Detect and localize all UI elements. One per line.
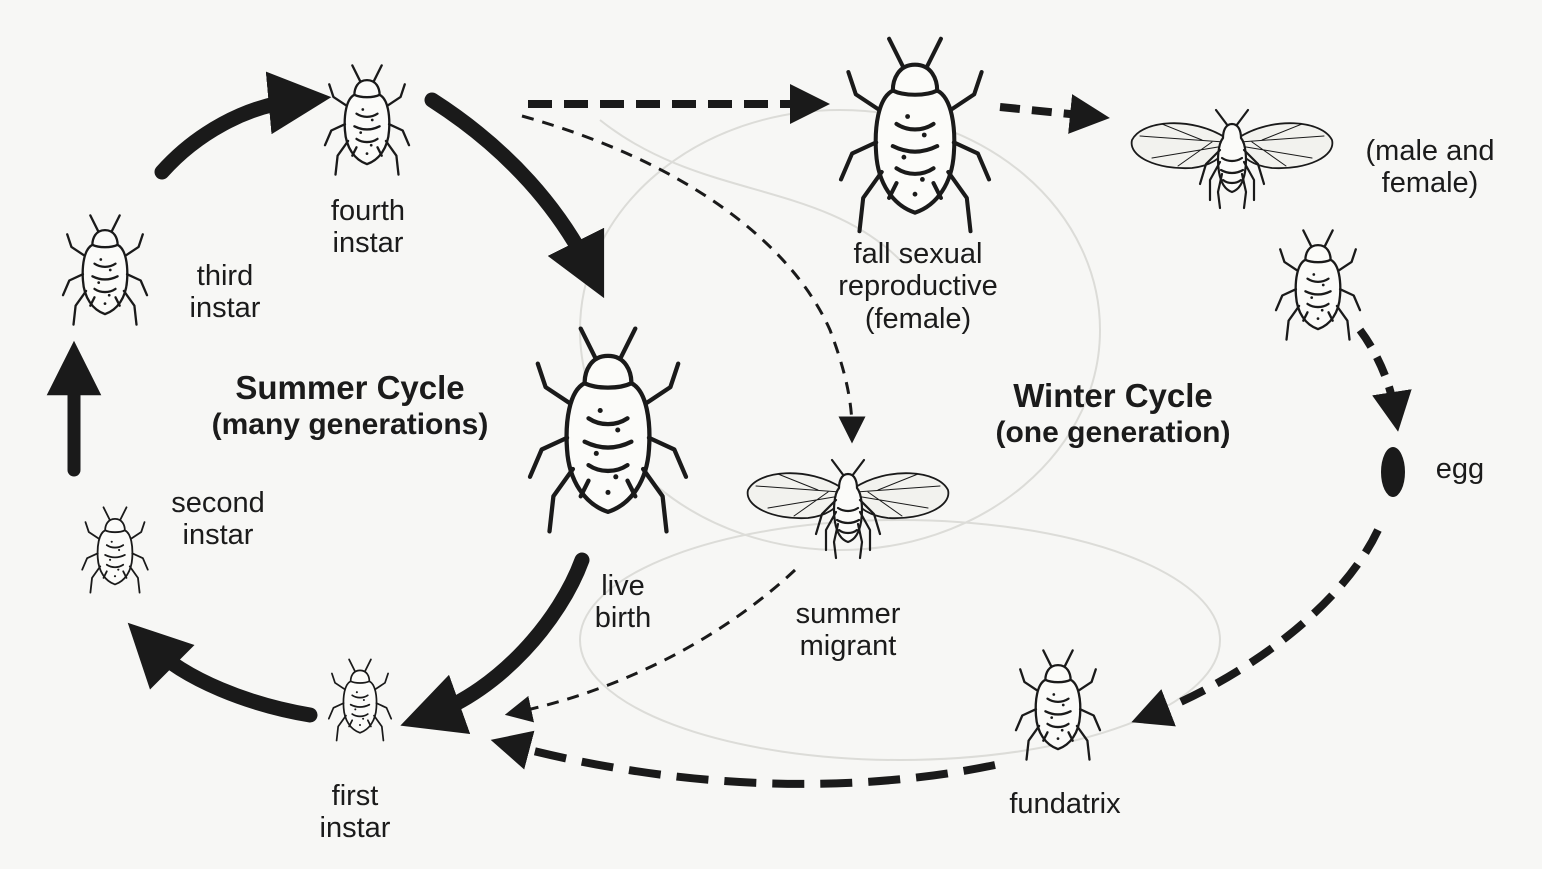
fundatrix-aphid-icon <box>1016 650 1100 759</box>
second-instar-label-line-1: second <box>158 487 278 519</box>
male-female-label-line-2: female) <box>1350 167 1510 199</box>
fall-sexual-label: fall sexual reproductive (female) <box>818 238 1018 335</box>
live-birth-label-line-1: live <box>578 570 668 602</box>
summer-cycle-heading: Summer Cycle (many generations) <box>195 368 505 442</box>
live-birth-label: live birth <box>578 570 668 635</box>
arrow-to-summer-migrant <box>522 116 852 430</box>
fourth-instar-label: fourth instar <box>318 195 418 260</box>
fundatrix-label: fundatrix <box>990 788 1140 820</box>
male-female-label: (male and female) <box>1350 135 1510 200</box>
arrow-fourth-to-live-birth <box>432 100 590 270</box>
fall-sexual-label-line-2: reproductive <box>818 270 1018 302</box>
fourth-instar-aphid-icon <box>325 65 409 174</box>
female-aphid-icon <box>1276 230 1360 339</box>
first-instar-label-line-1: first <box>305 780 405 812</box>
winter-cycle-heading: Winter Cycle (one generation) <box>968 376 1258 450</box>
third-instar-label: third instar <box>175 260 275 325</box>
fourth-instar-label-line-2: instar <box>318 227 418 259</box>
summer-migrant-label: summer migrant <box>778 598 918 663</box>
second-instar-aphid-icon <box>82 507 148 592</box>
live-birth-label-line-2: birth <box>578 602 668 634</box>
summer-migrant-label-line-1: summer <box>778 598 918 630</box>
live-birth-aphid-icon <box>530 329 686 532</box>
arrow-fundatrix-to-first <box>510 745 995 784</box>
arrow-male-female-to-egg <box>1360 330 1395 412</box>
egg-label: egg <box>1420 453 1500 485</box>
fourth-instar-label-line-1: fourth <box>318 195 418 227</box>
fall-sexual-label-line-1: fall sexual <box>818 238 1018 270</box>
first-instar-label-line-2: instar <box>305 812 405 844</box>
arrow-fall-to-male-female <box>1000 107 1090 116</box>
third-instar-aphid-icon <box>63 215 147 324</box>
third-instar-label-line-2: instar <box>175 292 275 324</box>
second-instar-label-line-2: instar <box>158 519 278 551</box>
first-instar-label: first instar <box>305 780 405 845</box>
summer-migrant-label-line-2: migrant <box>778 630 918 662</box>
third-instar-label-line-1: third <box>175 260 275 292</box>
male-winged-aphid-icon <box>1132 110 1333 208</box>
first-instar-aphid-icon <box>329 659 391 740</box>
fall-sexual-label-line-3: (female) <box>818 303 1018 335</box>
arrow-live-birth-to-first <box>430 560 582 715</box>
second-instar-label: second instar <box>158 487 278 552</box>
male-female-label-line-1: (male and <box>1350 135 1510 167</box>
arrow-egg-to-fundatrix <box>1150 530 1378 715</box>
summer-cycle-subtitle: (many generations) <box>195 408 505 442</box>
winter-cycle-subtitle: (one generation) <box>968 416 1258 450</box>
arrow-first-to-second <box>150 645 310 715</box>
egg-icon <box>1381 447 1405 497</box>
arrow-third-to-fourth <box>162 100 300 172</box>
summer-cycle-title: Summer Cycle <box>195 368 505 408</box>
winter-cycle-title: Winter Cycle <box>968 376 1258 416</box>
fall-sexual-female-aphid-icon <box>841 39 989 231</box>
